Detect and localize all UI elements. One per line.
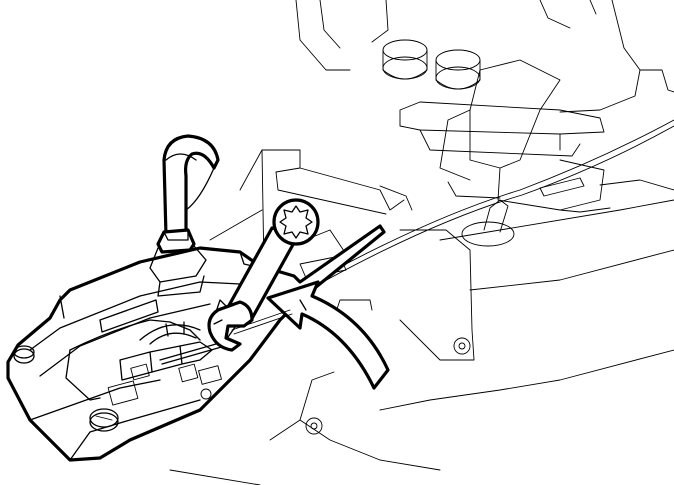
- shift-lever: [149, 134, 220, 297]
- shift-cable: [231, 309, 293, 335]
- wrench: [207, 198, 320, 352]
- curved-arrow-icon: [266, 280, 390, 390]
- background-mechanism: [169, 0, 674, 485]
- shifter-housing: [6, 224, 386, 462]
